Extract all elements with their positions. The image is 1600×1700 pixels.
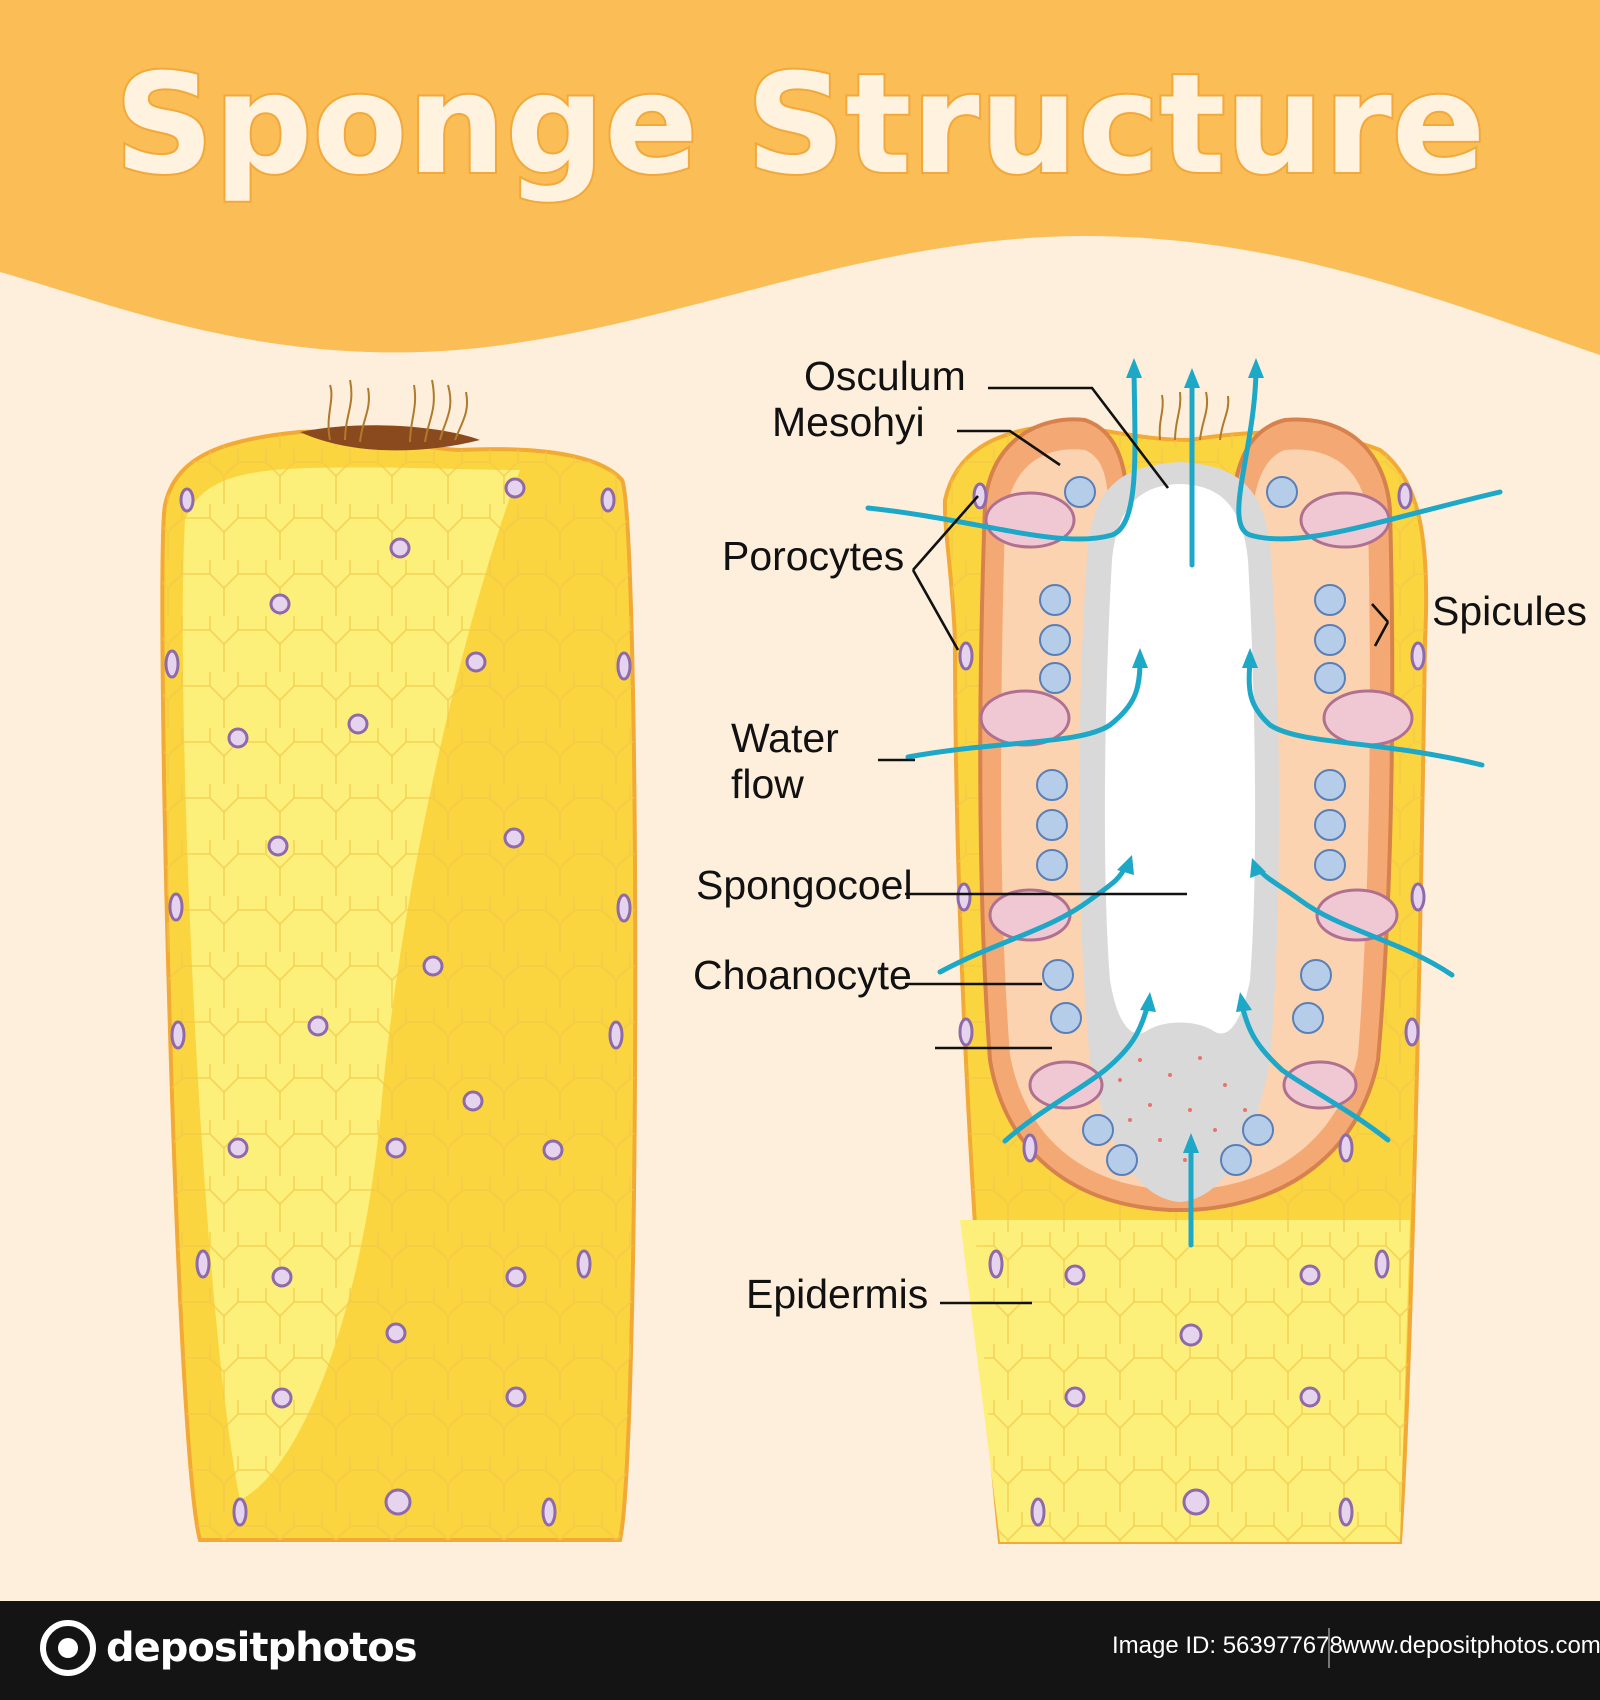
exterior-pores (164, 477, 632, 1527)
exterior-flagella (327, 379, 468, 443)
camera-icon (40, 1620, 96, 1676)
label-choanocyte: Choanocyte (693, 952, 912, 998)
label-water-flow-line1: Water (731, 715, 839, 761)
label-spongocoel: Spongocoel (696, 862, 913, 908)
footer-divider (1328, 1628, 1330, 1668)
porocyte-cells (979, 491, 1414, 1110)
footer-bar (0, 1601, 1600, 1700)
food-particles (1118, 1056, 1247, 1162)
osculum-flagella (1158, 391, 1230, 441)
label-water-flow-line2: flow (731, 761, 804, 807)
title-banner (0, 0, 1600, 355)
label-mesohyl: Mesohyi (772, 399, 925, 445)
logo-text: depositphotos (106, 1625, 418, 1671)
choanocyte-cells (1036, 476, 1346, 1176)
callout-labels: Osculum Mesohyi Porocytes Spicules Water… (693, 353, 1587, 1317)
section-pores (956, 482, 1426, 1527)
label-leader-lines (878, 386, 1390, 1305)
sponge-cross-section (865, 358, 1503, 1544)
label-porocytes: Porocytes (722, 533, 904, 579)
sponge-exterior (160, 379, 638, 1542)
image-id: Image ID: 563977678 (1112, 1632, 1343, 1659)
label-epidermis: Epidermis (746, 1271, 928, 1317)
label-spicules: Spicules (1432, 588, 1587, 634)
depositphotos-logo: depositphotos (40, 1620, 418, 1676)
label-osculum: Osculum (804, 353, 966, 399)
page-title: Sponge Structure (115, 44, 1486, 205)
site-url[interactable]: www.depositphotos.com (1342, 1632, 1600, 1659)
